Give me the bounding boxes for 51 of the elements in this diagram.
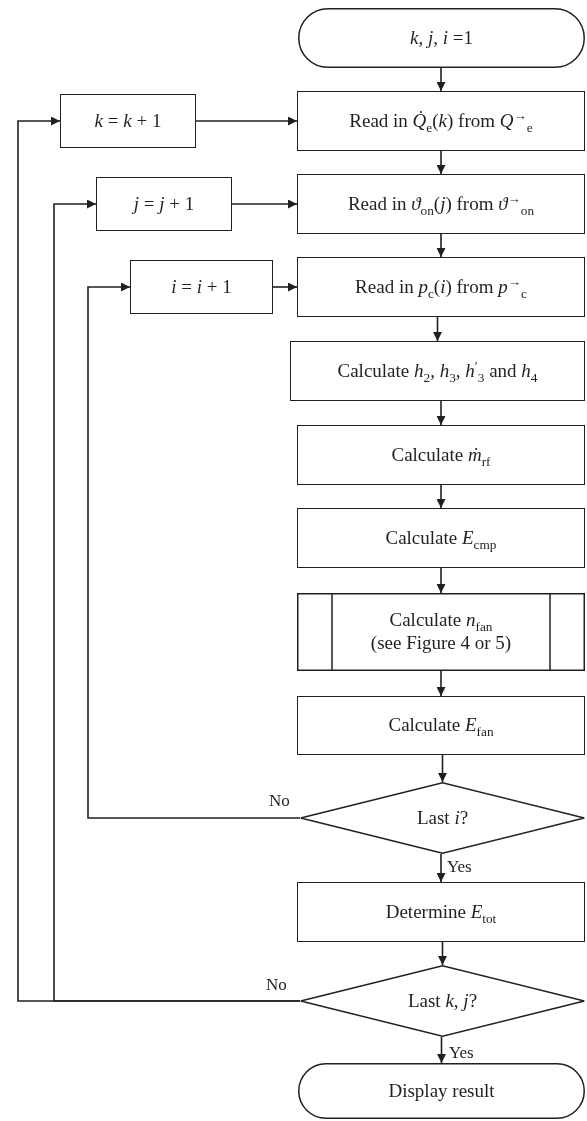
step-text: Calculate E$_{cmp}$ (385, 526, 497, 550)
arrow (436, 484, 446, 509)
edge-label: Yes (448, 1044, 475, 1061)
arrow (433, 316, 442, 342)
step-text: Calculate E$_{fan}$ (388, 714, 494, 737)
arrow (436, 67, 446, 92)
note-text: (see Figure 4 or 5) (370, 632, 512, 655)
process-box (297, 174, 585, 234)
arrow (272, 282, 298, 292)
edge-label: Yes (446, 858, 473, 875)
arrow (53, 199, 301, 1002)
arrow (87, 282, 301, 819)
arrow (436, 670, 446, 697)
process-box (297, 91, 585, 151)
process-box (297, 696, 585, 755)
process-box (60, 94, 196, 148)
decision-diamond (300, 965, 585, 1037)
subprocess-box (297, 593, 585, 671)
decision-text: Last k, j? (407, 989, 478, 1013)
arrow (436, 567, 446, 594)
arrow (195, 116, 298, 126)
terminal-shape (298, 8, 585, 68)
step-text: Determine E$_{tot}$ (385, 900, 497, 924)
arrow (436, 400, 446, 426)
arrow (231, 199, 298, 209)
edge-label: No (268, 792, 291, 809)
step-text: Calculate n$_{fan}$ (389, 609, 493, 632)
step-text: k, j, i =1 (410, 26, 473, 50)
step-text: i = i + 1 (171, 275, 232, 299)
step-text: k = k + 1 (94, 109, 162, 133)
process-box (96, 177, 232, 231)
process-box (297, 425, 585, 485)
arrow (436, 233, 446, 258)
arrow (436, 150, 446, 175)
process-box (130, 260, 273, 314)
arrow (437, 1036, 446, 1064)
edge-label: No (265, 976, 288, 993)
step-text: j = j + 1 (133, 192, 195, 216)
process-box (297, 257, 585, 317)
decision-diamond (300, 782, 585, 854)
process-box (290, 341, 585, 401)
terminal-shape (298, 1063, 585, 1119)
arrow (438, 754, 447, 783)
step-text: Calculate h$_{2}$, h$_{3}$, h$^{′}$$_{3}$ and h$_{4}$ (337, 359, 538, 383)
arrow (436, 853, 446, 883)
decision-text: Last i? (416, 806, 469, 830)
process-box (297, 508, 585, 568)
arrow (438, 941, 447, 966)
step-text: Display result (388, 1079, 495, 1103)
process-box (297, 882, 585, 942)
step-text: Calculate ṁ$_{rf}$ (391, 443, 491, 467)
